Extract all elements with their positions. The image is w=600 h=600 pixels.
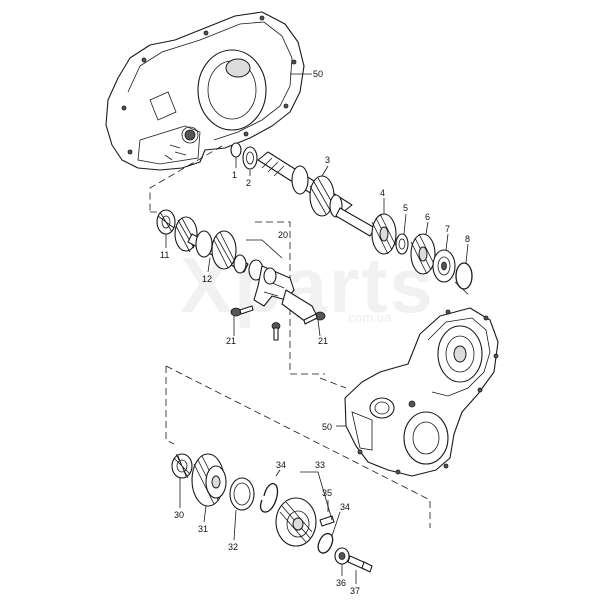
- callout-50-lower: 50: [322, 422, 332, 432]
- callout-1: 1: [232, 170, 237, 180]
- spring-34-upper[interactable]: [259, 483, 279, 513]
- gear-31[interactable]: [191, 453, 227, 507]
- bearing-11[interactable]: [156, 209, 176, 235]
- leader-lines: [165, 73, 469, 584]
- shift-fork-assembly-20[interactable]: [248, 259, 319, 323]
- callout-37: 37: [350, 586, 360, 596]
- gear-4[interactable]: [371, 213, 397, 255]
- callout-8: 8: [465, 234, 470, 244]
- callout-50-upper: 50: [313, 69, 323, 79]
- circlip-8[interactable]: [455, 262, 473, 290]
- callout-11: 11: [160, 250, 169, 260]
- synchro-hub-7[interactable]: [432, 249, 456, 283]
- bolt-21-bottom[interactable]: [271, 322, 281, 341]
- watermark-domain: .com.ua: [345, 310, 392, 325]
- callout-labels: 50 1 2 3 4 5 6 7 8 11 12 20 21 21 50 30 …: [160, 69, 470, 596]
- callout-34-lower: 34: [340, 502, 350, 512]
- washer-1[interactable]: [230, 142, 242, 158]
- callout-7: 7: [445, 224, 450, 234]
- callout-21-right: 21: [318, 336, 328, 346]
- callout-12: 12: [202, 274, 212, 284]
- callout-21-left: 21: [226, 336, 236, 346]
- gear-6[interactable]: [410, 233, 436, 275]
- bolt-21-left[interactable]: [230, 305, 254, 317]
- key-35[interactable]: [319, 515, 335, 527]
- bearing-2[interactable]: [242, 146, 258, 170]
- callout-34-upper: 34: [276, 460, 286, 470]
- synchro-assembly-33[interactable]: [275, 497, 317, 547]
- callout-20: 20: [278, 230, 288, 240]
- callout-32: 32: [228, 542, 238, 552]
- input-shaft-3[interactable]: [257, 151, 376, 237]
- callout-33: 33: [315, 460, 325, 470]
- bolt-37[interactable]: [347, 555, 373, 573]
- callout-30: 30: [174, 510, 184, 520]
- gearbox-housing-lower[interactable]: [344, 307, 499, 477]
- spring-34-lower[interactable]: [317, 532, 334, 554]
- callout-5: 5: [403, 203, 408, 213]
- washer-36[interactable]: [334, 547, 350, 565]
- gearbox-housing-upper[interactable]: [105, 11, 305, 171]
- callout-2: 2: [246, 178, 251, 188]
- callout-31: 31: [198, 524, 208, 534]
- callout-4: 4: [380, 188, 385, 198]
- callout-35: 35: [322, 488, 332, 498]
- needle-bearing-30[interactable]: [171, 453, 193, 479]
- callout-6: 6: [425, 212, 430, 222]
- callout-36: 36: [336, 578, 346, 588]
- bolt-21-right[interactable]: [303, 311, 326, 325]
- countershaft-12[interactable]: [174, 216, 249, 274]
- callout-3: 3: [325, 155, 330, 165]
- synchro-ring-32[interactable]: [229, 477, 255, 511]
- needle-bearing-5[interactable]: [395, 233, 409, 255]
